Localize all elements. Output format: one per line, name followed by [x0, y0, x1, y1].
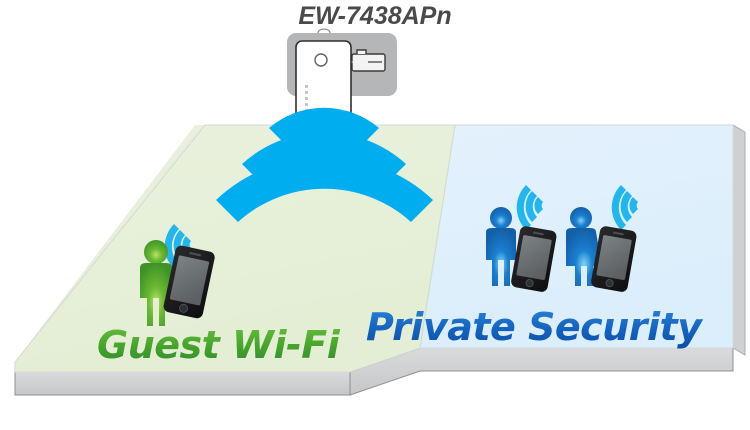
access-point-device [287, 28, 397, 126]
person-blue-male-icon [486, 207, 516, 286]
wall-outlet-notch-icon [317, 28, 331, 34]
zone-divider [419, 124, 456, 349]
guest-zone-label: Guest Wi-Fi [97, 323, 341, 367]
platform-side-face [14, 371, 351, 396]
private-zone-label: Private Security [366, 305, 704, 349]
smartphone-icon [163, 245, 215, 319]
platform-side-face-right [349, 347, 734, 396]
wifi-signal-icon [611, 185, 638, 230]
platform-top-outline [14, 124, 734, 373]
private-user-group [486, 185, 638, 292]
platform-right-bevel [732, 124, 746, 356]
wifi-broadcast-waves-icon [216, 107, 433, 222]
guest-user-group [140, 224, 215, 326]
smartphone-icon [591, 226, 637, 292]
wifi-signal-icon [516, 185, 543, 230]
person-green-icon [140, 240, 172, 326]
round-button-icon [314, 53, 328, 67]
page-title: EW-7438APn [298, 2, 451, 30]
smartphone-icon [511, 226, 557, 292]
